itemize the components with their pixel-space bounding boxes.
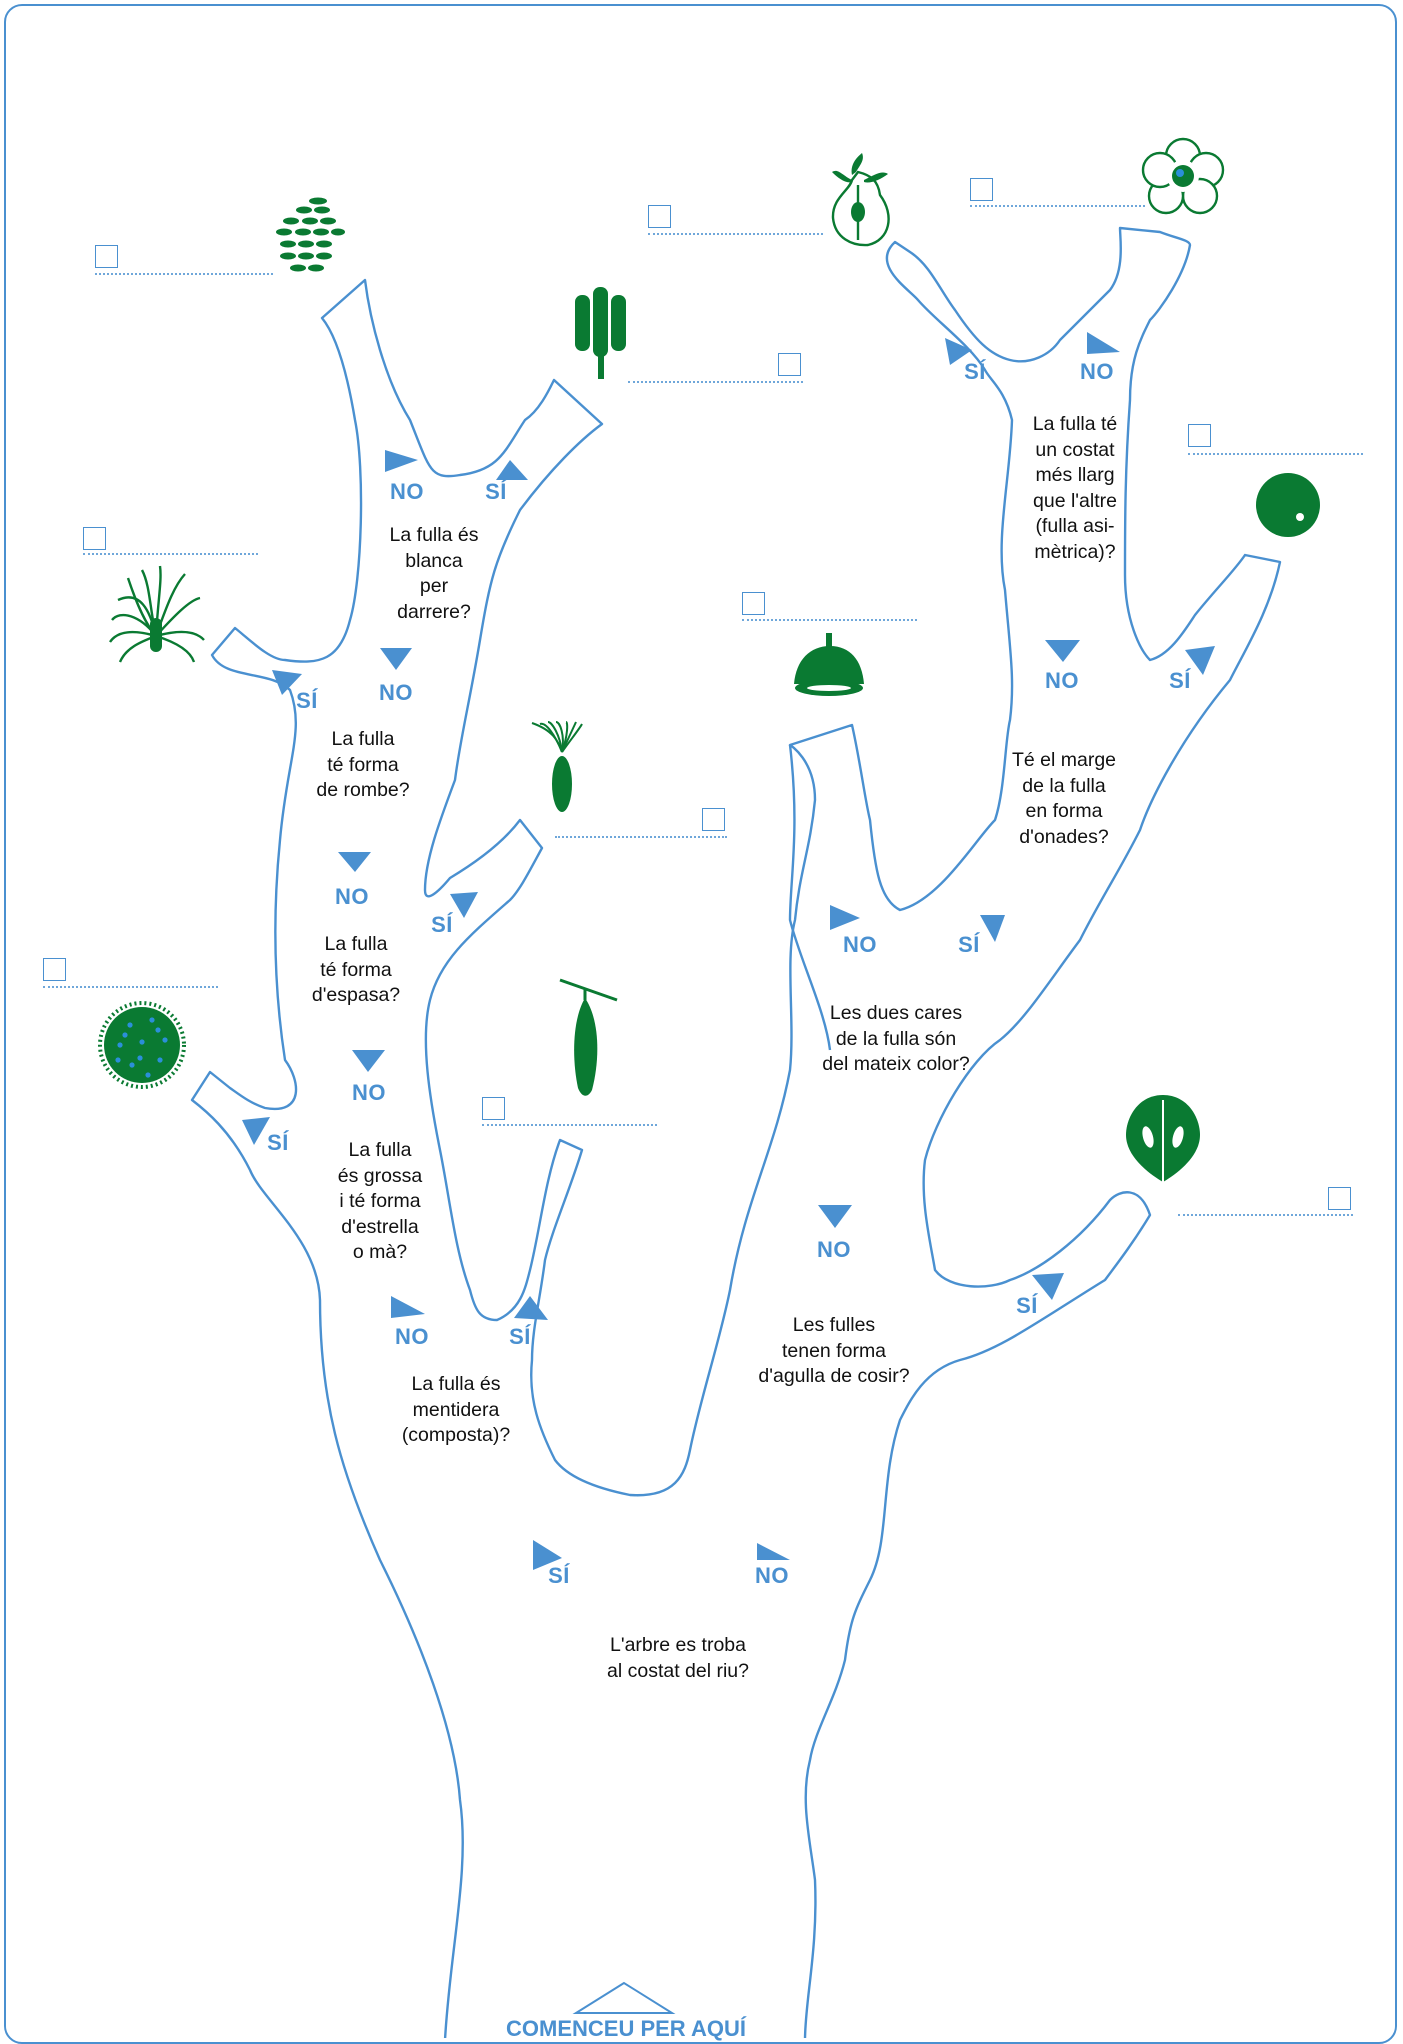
question-compound-leaf: La fulla és mentidera (composta)? <box>401 1373 511 1446</box>
willow-sprig-icon <box>531 721 583 812</box>
label-no: NO <box>379 680 413 705</box>
question-asymmetric: La fulla té un costat més llarg que l'al… <box>1032 413 1118 563</box>
acorn-cap-icon <box>794 633 864 696</box>
checkbox-pear[interactable] <box>648 205 671 228</box>
arrow-si-q5 <box>272 670 302 695</box>
question-river: L'arbre es troba al costat del riu? <box>607 1634 749 1682</box>
arrow-no-q1 <box>757 1543 790 1560</box>
flower-icon <box>1141 137 1225 215</box>
label-no: NO <box>395 1324 429 1349</box>
answer-line-elongated <box>482 1124 657 1126</box>
label-si: SÍ <box>1016 1293 1038 1318</box>
elongated-leaf-icon <box>559 978 618 1096</box>
checkbox-flower[interactable] <box>970 178 993 201</box>
answer-line-poplar <box>95 273 273 275</box>
label-si: SÍ <box>958 932 980 957</box>
checkbox-acorn[interactable] <box>742 592 765 615</box>
arrow-si-q7 <box>1032 1273 1064 1300</box>
question-needle: Les fulles tenen forma d'agulla de cosir… <box>758 1314 910 1387</box>
label-no: NO <box>390 479 424 504</box>
label-no: NO <box>843 932 877 957</box>
start-label: COMENCEU PER AQUÍ <box>506 2016 746 2041</box>
tall-leaf-icon <box>575 287 626 379</box>
question-same-color: Les dues cares de la fulla són del matei… <box>822 1002 970 1075</box>
label-no: NO <box>1045 668 1079 693</box>
answer-line-pear <box>648 233 823 235</box>
needle-tuft-stem-icon <box>150 618 162 652</box>
poplar-catkin-icon <box>276 197 345 272</box>
arrow-si-q4 <box>450 892 478 918</box>
question-white-back: La fulla és blanca per darrere? <box>389 524 479 623</box>
checkbox-tall-leaf[interactable] <box>778 353 801 376</box>
label-no: NO <box>335 884 369 909</box>
tree-outline <box>190 226 1282 2038</box>
arrow-si-q8 <box>980 915 1005 942</box>
answer-line-tall-leaf <box>628 381 803 383</box>
arrow-si-q6 <box>496 460 528 480</box>
label-si: SÍ <box>485 479 507 504</box>
arrow-no-q8 <box>830 905 860 930</box>
question-star-hand: La fulla és grossa i té forma d'estrella… <box>337 1139 423 1263</box>
label-si: SÍ <box>509 1324 531 1349</box>
answer-line-needle-tuft <box>83 553 258 555</box>
checkbox-poplar[interactable] <box>95 245 118 268</box>
tree-branch-outline <box>788 744 832 1051</box>
checkbox-needle-tuft[interactable] <box>83 527 106 550</box>
question-sword-shape: La fulla té forma d'espasa? <box>311 933 401 1006</box>
arrow-si-q3 <box>242 1117 270 1145</box>
arrow-no-q2 <box>391 1296 425 1318</box>
arrow-no-q5 <box>380 648 412 670</box>
answer-line-pine-cone-leaf <box>1178 1214 1353 1216</box>
checkbox-dotted-circle[interactable] <box>1188 424 1211 447</box>
arrow-no-q3 <box>352 1050 385 1072</box>
checkbox-willow[interactable] <box>702 808 725 831</box>
checkbox-plane[interactable] <box>43 958 66 981</box>
label-si: SÍ <box>548 1563 570 1588</box>
label-si: SÍ <box>1169 668 1191 693</box>
checkbox-elongated[interactable] <box>482 1097 505 1120</box>
label-no: NO <box>352 1080 386 1105</box>
answer-line-dotted-circle <box>1188 453 1363 455</box>
label-no: NO <box>817 1237 851 1262</box>
arrow-si-q1 <box>533 1540 562 1570</box>
arrow-no-q10 <box>1087 332 1120 354</box>
label-no: NO <box>755 1563 789 1588</box>
dotted-circle-icon <box>1256 473 1320 537</box>
label-si: SÍ <box>296 688 318 713</box>
arrow-no-q7 <box>818 1205 852 1228</box>
arrow-no-q6 <box>385 450 418 472</box>
answer-line-willow <box>555 836 727 838</box>
arrow-no-q9 <box>1045 640 1080 662</box>
arrow-markers <box>242 332 1215 1570</box>
arrow-no-q4 <box>338 852 371 872</box>
checkbox-pine-cone-leaf[interactable] <box>1328 1187 1351 1210</box>
label-si: SÍ <box>431 912 453 937</box>
label-si: SÍ <box>267 1130 289 1155</box>
label-no: NO <box>1080 359 1114 384</box>
arrow-si-q2 <box>514 1296 548 1320</box>
arrow-si-q9 <box>1185 646 1215 675</box>
label-si: SÍ <box>964 359 986 384</box>
answer-line-flower <box>970 205 1145 207</box>
start-triangle-icon <box>572 1981 676 2014</box>
question-rhombus: La fulla té forma de rombe? <box>316 728 410 801</box>
question-wavy-margin: Té el marge de la fulla en forma d'onade… <box>1011 749 1117 848</box>
plane-ball-icon <box>98 1001 186 1089</box>
answer-line-plane <box>43 986 218 988</box>
pine-cone-leaf-icon <box>1126 1095 1200 1182</box>
answer-line-acorn <box>742 619 917 621</box>
arrow-si-q10 <box>945 338 972 365</box>
pear-icon <box>831 153 890 247</box>
